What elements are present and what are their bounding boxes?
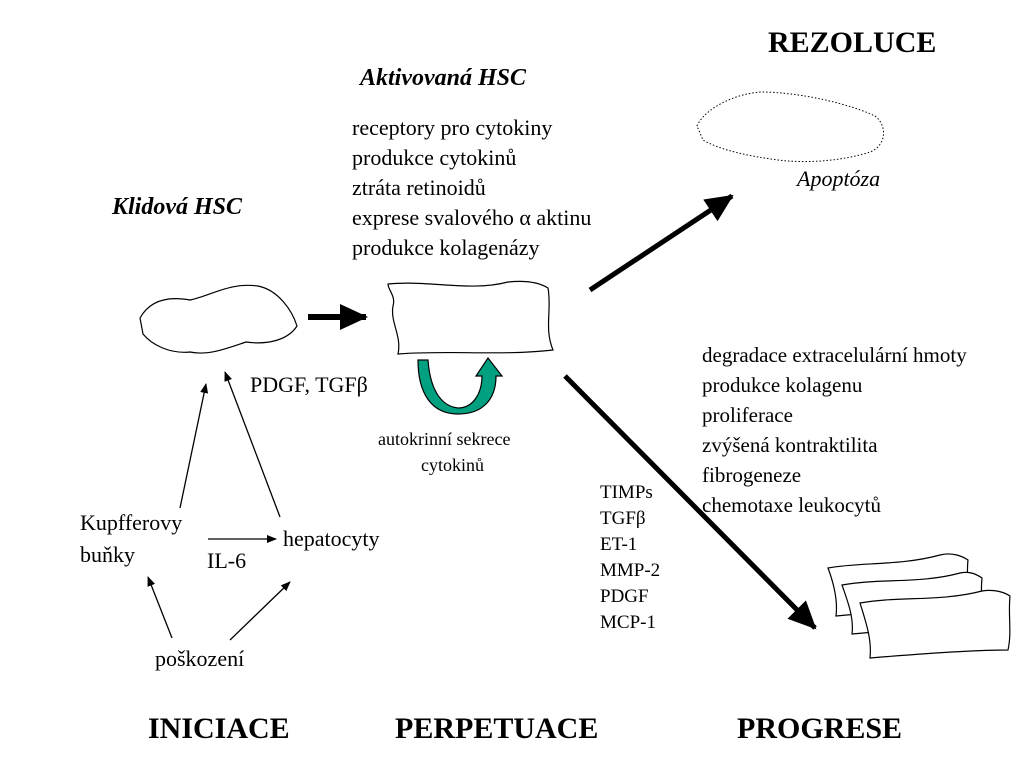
autocrine-label-line2: cytokinů [421, 455, 484, 475]
autocrine-label-line1: autokrinní sekrece [378, 429, 511, 449]
apoptotic-cell-shape [696, 91, 884, 163]
autocrine-arrow [417, 356, 504, 415]
kupffer-to-cell-arrow [179, 383, 209, 509]
feature-item: ztráta retinoidů [352, 175, 486, 200]
feature-item: receptory pro cytokiny [352, 115, 553, 140]
activated-features-list: receptory pro cytokiny produkce cytokinů… [352, 113, 591, 263]
progression-effects-list: degradace extracelulární hmoty produkce … [702, 340, 967, 520]
fibrotic-cells-group [827, 553, 1011, 659]
fibrotic-cell-front [859, 589, 1011, 659]
injury-label: poškození [155, 646, 245, 671]
resolution-arrow [588, 193, 734, 293]
effect-item: proliferace [702, 403, 793, 427]
title-perpetuace: PERPETUACE [395, 712, 599, 745]
mediator-item: MCP-1 [600, 612, 656, 633]
mediator-item: PDGF [600, 586, 649, 607]
hepatocytes-label: hepatocyty [283, 526, 380, 551]
title-rezoluce: REZOLUCE [768, 26, 937, 59]
progression-arrow [563, 374, 817, 630]
apoptosis-label: Apoptóza [797, 166, 881, 191]
activated-cell-shape [387, 280, 554, 355]
effect-item: degradace extracelulární hmoty [702, 343, 967, 367]
quiescent-hsc-title: Klidová HSC [112, 194, 243, 220]
il6-label: IL-6 [207, 548, 247, 573]
effect-item: chemotaxe leukocytů [702, 493, 882, 517]
feature-item: produkce kolagenázy [352, 235, 540, 260]
mediators-list: TIMPs TGFβ ET-1 MMP-2 PDGF MCP-1 [600, 480, 660, 636]
injury-to-hepatocytes-arrow [229, 581, 291, 641]
effect-item: produkce kolagenu [702, 373, 863, 397]
quiescent-cell-shape [139, 284, 298, 354]
title-iniciace: INICIACE [148, 712, 290, 745]
mediator-item: TIMPs [600, 482, 653, 503]
injury-to-kupffer-arrow [147, 576, 173, 639]
mediator-item: ET-1 [600, 534, 638, 555]
effect-item: fibrogeneze [702, 463, 802, 487]
hepatocytes-to-cell-arrow [224, 371, 281, 518]
mediator-item: TGFβ [600, 508, 646, 529]
title-progrese: PROGRESE [737, 712, 903, 745]
feature-item: produkce cytokinů [352, 145, 517, 170]
feature-item: exprese svalového α aktinu [352, 205, 592, 230]
kupffer-cells-label-line2: buňky [80, 542, 135, 567]
activated-hsc-title: Aktivovaná HSC [360, 65, 527, 91]
growth-factors-label: PDGF, TGFβ [250, 372, 368, 397]
mediator-item: MMP-2 [600, 560, 661, 581]
effect-item: zvýšená kontraktilita [702, 433, 878, 457]
kupffer-cells-label-line1: Kupfferovy [80, 510, 183, 535]
